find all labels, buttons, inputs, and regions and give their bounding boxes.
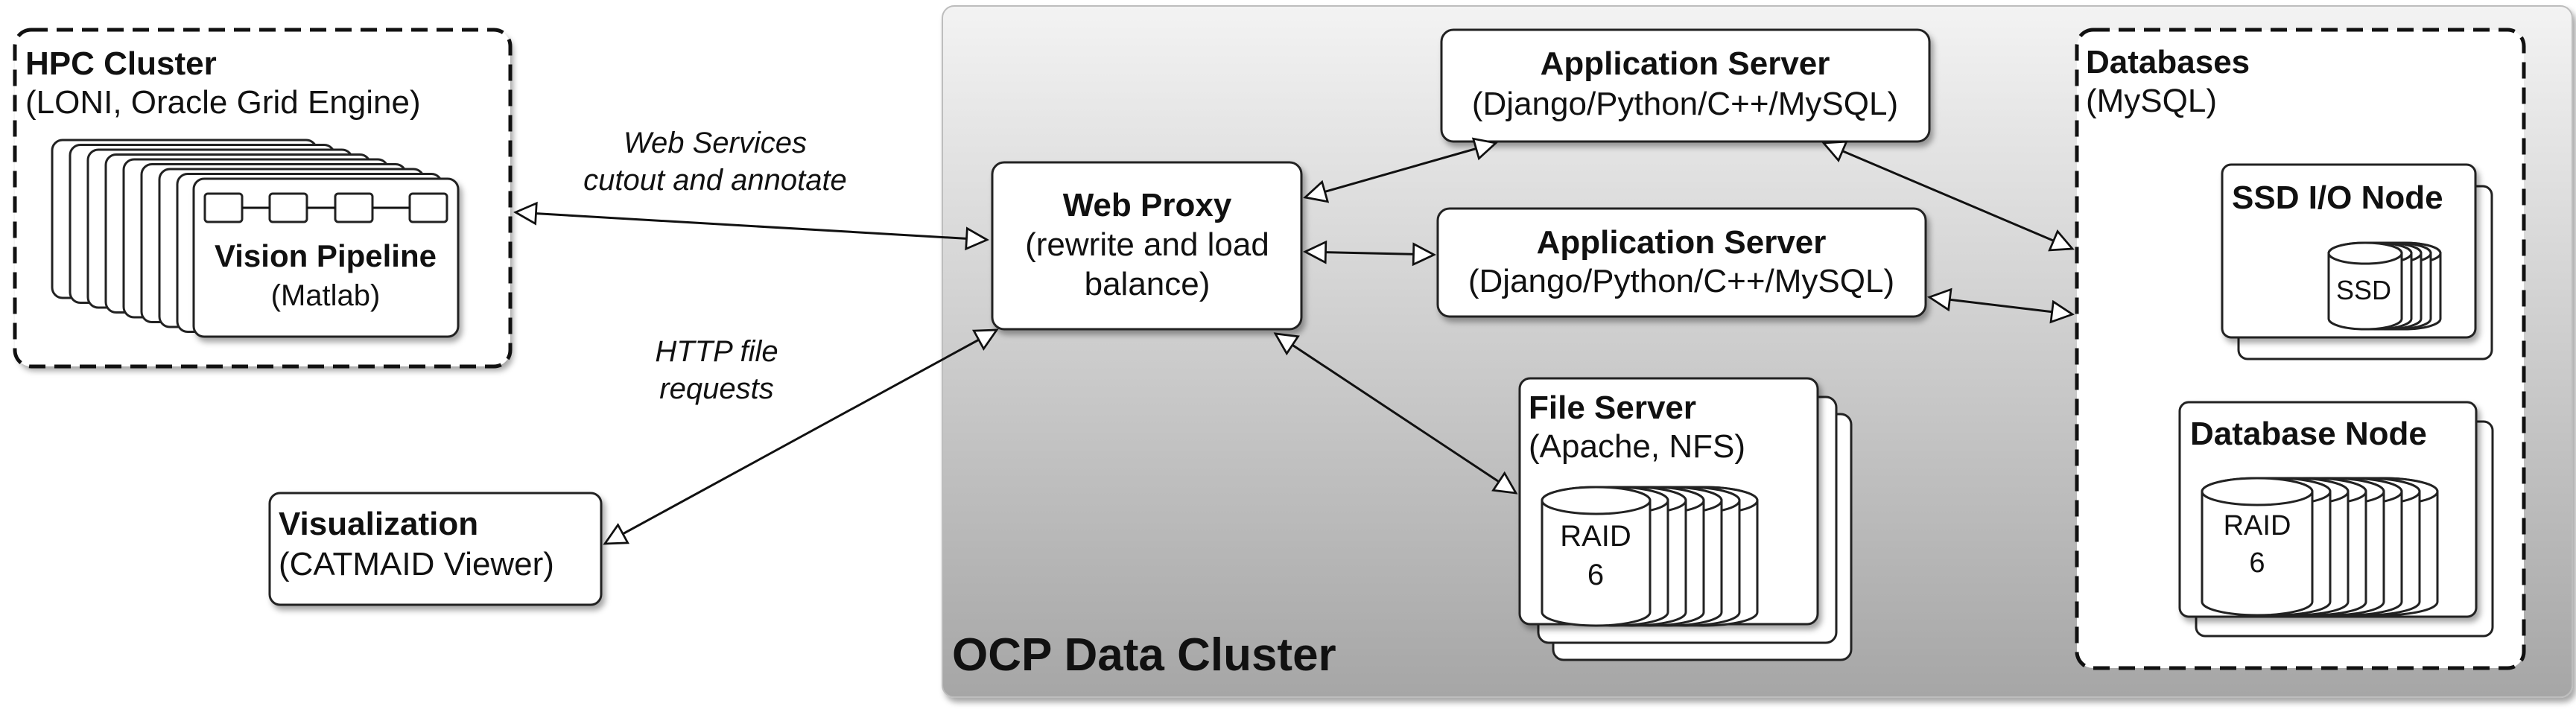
visualization-subtitle: (CATMAID Viewer) [279,546,554,582]
disk-cylinder [1541,486,1652,627]
disk-cylinder [2327,241,2403,331]
visualization-box: Visualization (CATMAID Viewer) [268,492,603,606]
edge-hpc-web-proxy [515,212,987,240]
edge-app-server-1-databases [1824,143,2072,249]
application-server-2-title: Application Server [1537,224,1827,261]
database-node-title: Database Node [2190,416,2427,452]
visualization-title: Visualization [279,506,478,542]
ssd-disk-label: SSD [2336,275,2391,305]
hpc-cluster-title: HPC Cluster [25,45,217,82]
edge-visualization-web-proxy [605,330,997,544]
database-raid-label: RAID [2224,510,2291,541]
application-server-1-title: Application Server [1541,45,1830,82]
hpc-cluster-subtitle: (LONI, Oracle Grid Engine) [25,84,421,121]
file-server-title: File Server [1529,390,1696,426]
file-server-raid-level: 6 [1587,559,1604,591]
web-services-label: Web Services [624,127,807,159]
edge-web-proxy-app-server-2 [1305,252,1434,255]
http-requests-sublabel: requests [659,372,773,405]
file-server-subtitle: (Apache, NFS) [1529,428,1745,465]
edge-web-proxy-app-server-1 [1305,143,1496,197]
application-server-2-subtitle: (Django/Python/C++/MySQL) [1468,263,1894,299]
vision-pipeline-subtitle: (Matlab) [271,279,381,312]
ocp-data-cluster-title: OCP Data Cluster [952,629,1336,681]
web-proxy-line1: (rewrite and load [1025,226,1269,263]
http-requests-label: HTTP file [655,335,778,368]
web-proxy-box: Web Proxy (rewrite and load balance) [991,161,1303,331]
vision-pipeline-title: Vision Pipeline [215,238,437,273]
application-server-1: Application Server (Django/Python/C++/My… [1440,28,1931,143]
databases-subtitle: (MySQL) [2086,83,2217,119]
ssd-disks [2327,241,2442,331]
database-raid-disks [2201,477,2439,617]
file-server-raid-disks [1541,486,1759,627]
file-server-raid-label: RAID [1560,520,1631,553]
databases-title: Databases [2086,44,2250,80]
application-server-1-subtitle: (Django/Python/C++/MySQL) [1472,86,1898,122]
web-proxy-line2: balance) [1085,266,1211,302]
edge-web-proxy-file-server [1275,334,1516,493]
database-raid-level: 6 [2249,547,2265,579]
edge-app-server-2-databases [1929,297,2072,314]
vision-pipeline-card: Vision Pipeline (Matlab) [192,177,460,338]
disk-cylinder [2201,477,2314,617]
web-proxy-title: Web Proxy [1063,187,1232,223]
ssd-io-node-title: SSD I/O Node [2232,179,2443,216]
application-server-2: Application Server (Django/Python/C++/My… [1436,207,1927,318]
web-services-sublabel: cutout and annotate [583,164,847,197]
connection-edges [515,143,2072,544]
